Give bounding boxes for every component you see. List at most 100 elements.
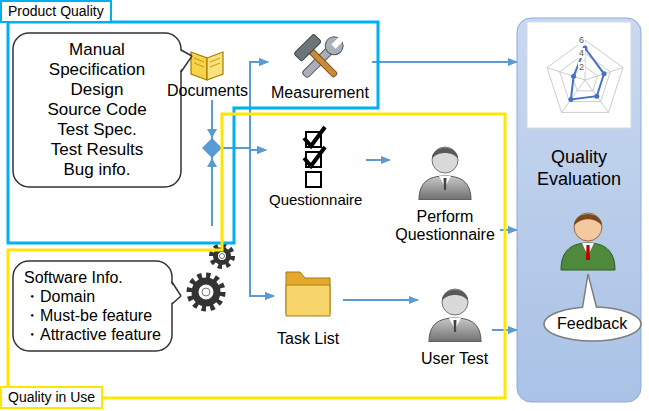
text-block: Product Quality bbox=[0, 0, 112, 23]
connector-group bbox=[212, 62, 517, 330]
radar-chart-part-part bbox=[571, 48, 604, 99]
node-text: Feedback bbox=[557, 315, 627, 333]
node-text: Quality Evaluation bbox=[521, 146, 637, 190]
evaluator-person-icon-part bbox=[561, 243, 615, 270]
checkbox-icon-part bbox=[304, 147, 325, 166]
text-block: Quality Evaluation bbox=[517, 146, 641, 190]
axis-tick-label: 4 bbox=[578, 48, 585, 58]
measurement-node: Measurement bbox=[268, 36, 372, 102]
node-text: Documents bbox=[167, 82, 248, 100]
axis-tick-label: 6 bbox=[578, 35, 585, 45]
junction-diamond-part bbox=[207, 158, 217, 167]
text-block: User Test bbox=[421, 350, 488, 368]
speech-tail bbox=[583, 274, 597, 310]
product-quality-region: Product QualityManualSpecificationDesign… bbox=[0, 0, 380, 246]
connector-arrow bbox=[212, 148, 266, 226]
connector-arrow bbox=[212, 62, 268, 148]
callout-tail-edge bbox=[172, 282, 181, 296]
evaluation-panel-shape-part bbox=[517, 18, 641, 402]
node-text: User Test bbox=[421, 350, 488, 368]
perform-questionnaire-node: Perform Questionnaire bbox=[390, 138, 500, 244]
checkbox-icon-part bbox=[306, 172, 321, 187]
node-text: ・Must-be feature bbox=[24, 306, 161, 325]
text-block: Measurement bbox=[271, 84, 369, 102]
gears-icon bbox=[190, 246, 233, 309]
region-label: Quality in Use bbox=[8, 389, 95, 406]
checkbox-icon bbox=[304, 127, 325, 187]
measurement-tools-icon-part-part bbox=[308, 48, 338, 78]
quality-evaluation-panel: Quality EvaluationFeedback bbox=[517, 18, 641, 402]
evaluation-panel-shape bbox=[517, 18, 641, 402]
junction-diamond bbox=[202, 129, 222, 167]
radar-chart-part-part-part bbox=[568, 97, 573, 102]
speech-tail-edge bbox=[588, 274, 597, 307]
text-block: Feedback bbox=[557, 315, 627, 333]
documents-book-icon-part bbox=[207, 52, 223, 80]
node-text: ・Domain bbox=[24, 287, 161, 306]
node-text: Perform Questionnaire bbox=[393, 208, 497, 244]
folder-icon-part bbox=[286, 285, 330, 316]
radar-chart-part-part bbox=[568, 46, 606, 102]
node-text: Design bbox=[22, 80, 172, 100]
node-text: Questionnaire bbox=[269, 191, 362, 208]
radar-chart-part-part bbox=[547, 40, 623, 112]
axis-tick-label: 2 bbox=[578, 62, 585, 72]
radar-chart-part-part bbox=[547, 40, 623, 112]
evaluator-person-icon-part bbox=[574, 214, 602, 226]
node-text: ・Attractive feature bbox=[24, 325, 161, 344]
person-icon bbox=[419, 147, 481, 342]
documents-book-icon-part bbox=[191, 52, 207, 80]
speech-tail-edge bbox=[583, 274, 589, 307]
checkbox-icon-part bbox=[304, 127, 325, 146]
folder-icon bbox=[286, 272, 330, 316]
person-icon-part bbox=[419, 147, 471, 200]
callout-tail bbox=[170, 282, 181, 304]
measurement-tools-icon bbox=[294, 32, 348, 86]
node-text: Task List bbox=[277, 330, 339, 348]
node-text: Measurement bbox=[271, 84, 369, 102]
speech-ellipse-body bbox=[544, 307, 641, 341]
gears-icon-part bbox=[190, 276, 223, 309]
software-info-callout: Software Info.・Domain・Must-be feature・At… bbox=[12, 226, 234, 352]
radar-chart-part-part-part bbox=[594, 94, 599, 99]
connector-arrow bbox=[343, 299, 418, 301]
junction-diamond-part bbox=[207, 129, 217, 138]
node-text: Manual bbox=[22, 40, 172, 60]
questionnaire-node: Questionnaire bbox=[266, 128, 366, 208]
text-block: ManualSpecificationDesignSource CodeTest… bbox=[12, 32, 182, 188]
callout-tail-edge bbox=[181, 56, 192, 72]
text-block: Task List bbox=[277, 330, 339, 348]
connector-arrow bbox=[366, 159, 390, 161]
node-text: Test Results bbox=[22, 140, 172, 160]
node-text: Bug info. bbox=[22, 160, 172, 180]
measurement-tools-icon-part bbox=[294, 34, 346, 86]
text-block: Perform Questionnaire bbox=[393, 208, 497, 244]
documents-node: Documents bbox=[164, 44, 251, 100]
radar-chart-part bbox=[547, 40, 623, 112]
junction-diamond-part bbox=[202, 138, 222, 158]
callout-tail-edge bbox=[181, 50, 192, 56]
callout-body bbox=[13, 33, 181, 187]
text-block: Questionnaire bbox=[269, 191, 362, 208]
node-text: Specification bbox=[22, 60, 172, 80]
text-block: Documents bbox=[167, 82, 248, 100]
radar-chart bbox=[527, 22, 631, 128]
evaluator-person-icon-part bbox=[586, 245, 590, 260]
region-border bbox=[8, 22, 378, 243]
documents-book-icon-part bbox=[194, 58, 220, 67]
text-block: Quality in Use bbox=[0, 386, 103, 409]
gears-icon-part bbox=[220, 254, 225, 259]
task-list-node: Task List bbox=[274, 264, 343, 348]
callout-tail bbox=[179, 50, 192, 72]
evaluator-person-icon bbox=[561, 213, 615, 270]
gears-icon-part bbox=[202, 288, 210, 296]
region-border bbox=[8, 114, 505, 398]
feedback-bubble: Feedback bbox=[543, 306, 642, 342]
connector-arrow bbox=[372, 61, 517, 63]
person-icon-part bbox=[429, 289, 481, 342]
region-label: Product Quality bbox=[8, 3, 104, 20]
node-text: Software Info. bbox=[24, 268, 161, 287]
connector-arrow bbox=[500, 229, 517, 231]
user-test-node: User Test bbox=[418, 280, 492, 368]
